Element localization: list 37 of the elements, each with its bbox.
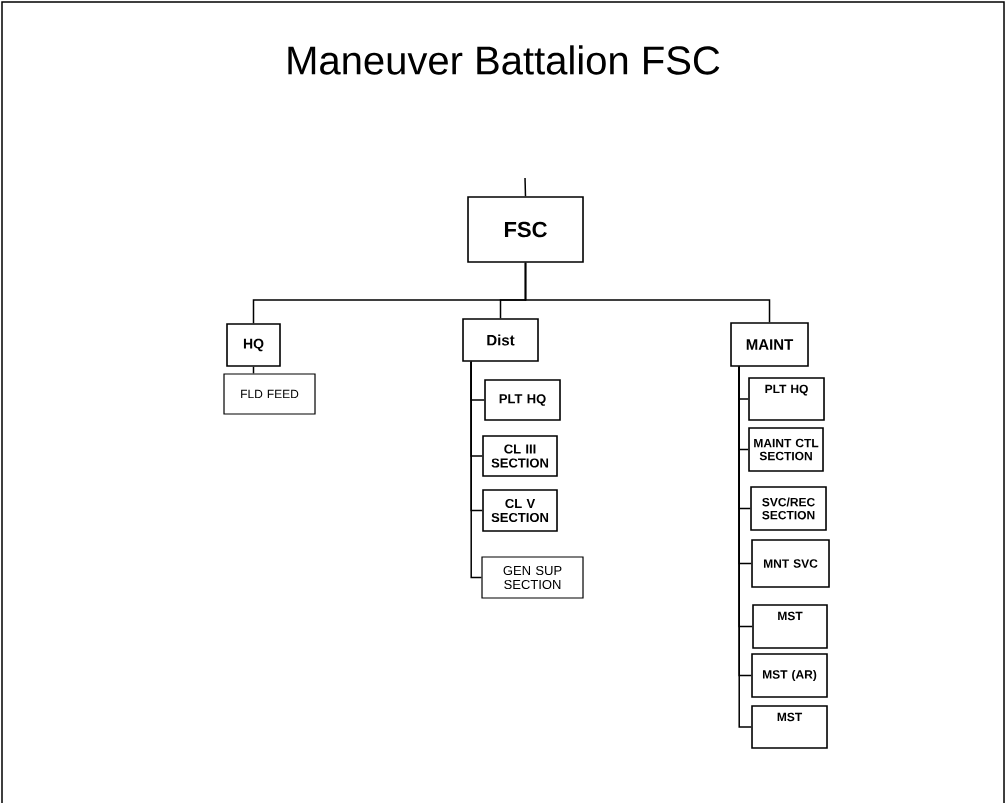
- unit-box: [462, 318, 539, 362]
- unit-label: FLD FEED: [241, 389, 299, 399]
- unit-box: [751, 653, 828, 698]
- unit-box: [750, 486, 827, 531]
- title: Maneuver Battalion FSC: [288, 45, 720, 75]
- unit-box: [748, 377, 825, 421]
- unit-box: [752, 604, 828, 649]
- unit-box: [482, 435, 558, 477]
- unit-box: [226, 323, 281, 367]
- unit-box: [748, 427, 824, 472]
- connector-line: [252, 366, 255, 375]
- unit-label: PLT HQ: [499, 394, 546, 406]
- unit-label: Dist: [487, 334, 515, 346]
- unit-box: [730, 322, 809, 367]
- unit-box: [484, 379, 561, 421]
- unit-box: [751, 705, 828, 749]
- unit-label: SVC/REC SECTION: [762, 497, 815, 520]
- unit-box: [223, 373, 316, 415]
- unit-box: [467, 196, 584, 263]
- connector-line: [524, 177, 527, 197]
- connector-line: [524, 262, 771, 323]
- unit-label: CL V SECTION: [491, 498, 549, 523]
- unit-box: [481, 556, 584, 599]
- unit-label: GEN SUP SECTION: [503, 565, 562, 590]
- unit-label: PLT HQ: [765, 384, 808, 396]
- unit-label: FSC: [505, 221, 547, 238]
- unit-label: MAINT CTL SECTION: [754, 438, 819, 461]
- unit-label: CL III SECTION: [491, 444, 549, 468]
- unit-label: MAINT: [746, 339, 794, 350]
- unit-label: MST: [778, 611, 803, 621]
- connector-line: [470, 361, 483, 579]
- unit-label: HQ: [243, 338, 264, 352]
- unit-label: MST (AR): [763, 669, 817, 682]
- unit-box: [751, 539, 830, 588]
- unit-label: MNT SVC: [764, 559, 818, 568]
- unit-label: MST: [777, 712, 803, 722]
- unit-box: [482, 489, 558, 532]
